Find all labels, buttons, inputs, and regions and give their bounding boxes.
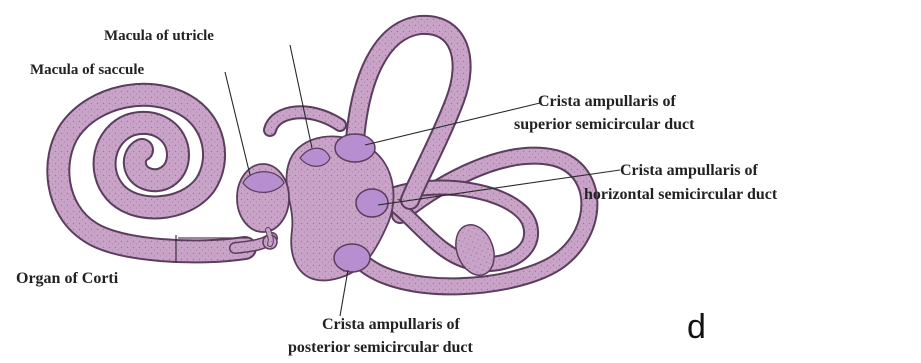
- label-macula-of-saccule: Macula of saccule: [30, 62, 144, 78]
- saccule: [237, 164, 289, 244]
- superior-ampulla-crista: [335, 134, 375, 162]
- label-crista-posterior-line2: posterior semicircular duct: [288, 339, 474, 356]
- panel-letter: d: [687, 308, 706, 346]
- label-crista-horizontal-line1: Crista ampullaris of: [620, 162, 758, 179]
- label-organ-of-corti: Organ of Corti: [16, 270, 119, 287]
- horizontal-ampulla-crista: [356, 189, 388, 217]
- label-crista-posterior-line1: Crista ampullaris of: [322, 316, 460, 333]
- utricle: [287, 134, 394, 280]
- posterior-ampulla-crista: [334, 244, 370, 272]
- label-macula-of-utricle: Macula of utricle: [104, 28, 214, 44]
- label-crista-superior-line2: superior semicircular duct: [514, 116, 695, 133]
- label-crista-horizontal-line2: horizontal semicircular duct: [584, 186, 778, 203]
- label-crista-superior-line1: Crista ampullaris of: [538, 93, 676, 110]
